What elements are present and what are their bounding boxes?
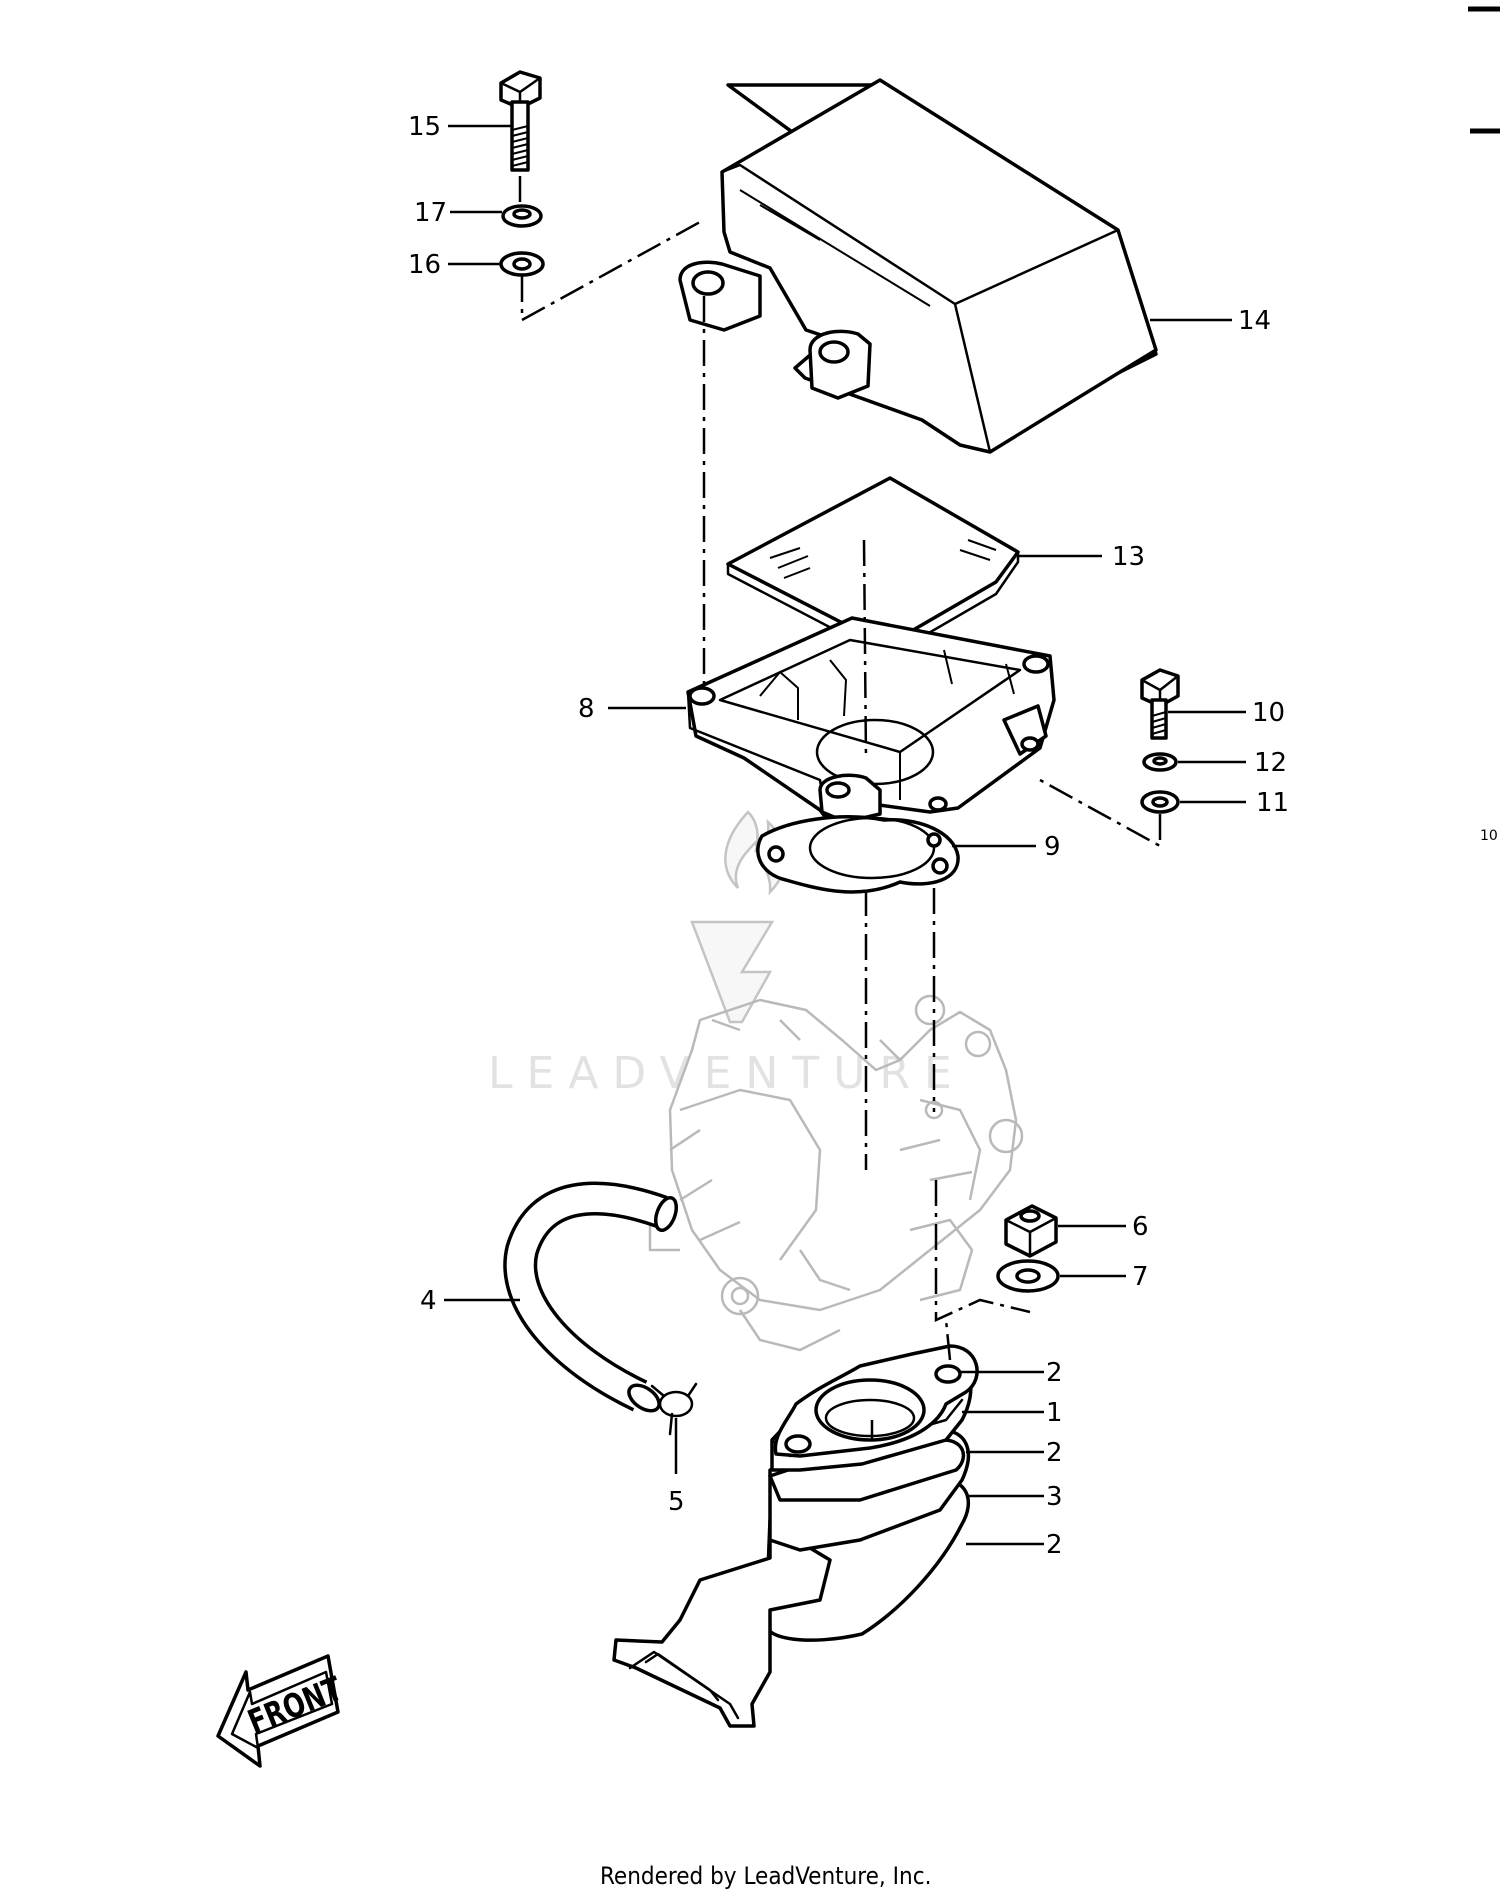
- carburetor-outline: [648, 994, 1024, 1352]
- part-17-washer: [501, 204, 543, 228]
- label-8: 8: [578, 694, 595, 724]
- part-10-bolt: [1140, 668, 1180, 740]
- part-6-nut: [1004, 1204, 1058, 1258]
- part-16-washer: [499, 251, 545, 277]
- part-9-gasket: [756, 815, 960, 894]
- part-2-gasket-top: [773, 1344, 979, 1458]
- label-17: 17: [414, 198, 447, 228]
- label-5: 5: [668, 1487, 685, 1517]
- label-16: 16: [408, 250, 441, 280]
- label-14: 14: [1238, 306, 1271, 336]
- label-12: 12: [1254, 748, 1287, 778]
- front-arrow: FRONT: [216, 1654, 347, 1768]
- label-13: 13: [1112, 542, 1145, 572]
- leadventure-watermark: LEADVENTURE: [488, 810, 966, 1099]
- part-5-clip: [650, 1382, 698, 1436]
- part-14-cover: [678, 78, 1158, 454]
- label-9: 9: [1044, 832, 1061, 862]
- leader-lines: [444, 124, 1246, 1546]
- label-10: 10: [1252, 698, 1285, 728]
- part-8-base: [686, 616, 1056, 824]
- edge-label: 10: [1480, 828, 1498, 844]
- label-1: 1: [1046, 1398, 1063, 1428]
- label-2-middle: 2: [1046, 1438, 1063, 1468]
- part-labels: 15 17 16 14 13 8 10 12 11 9 6 7 4 5 2 1 …: [408, 112, 1289, 1560]
- label-15: 15: [408, 112, 441, 142]
- part-12-washer: [1142, 752, 1178, 772]
- watermark-text: LEADVENTURE: [488, 1048, 966, 1099]
- part-15-bolt: [499, 70, 542, 172]
- label-6: 6: [1132, 1212, 1149, 1242]
- part-4-hose: [503, 1181, 679, 1413]
- part-11-washer: [1140, 790, 1180, 814]
- label-2-top: 2: [1046, 1358, 1063, 1388]
- footer-credit: Rendered by LeadVenture, Inc.: [600, 1862, 931, 1890]
- label-4: 4: [420, 1286, 437, 1316]
- page-edge-marks: 10: [1468, 6, 1500, 844]
- part-7-washer: [996, 1259, 1060, 1293]
- bracket: [612, 1522, 832, 1728]
- assembly-lines: [518, 176, 1162, 1440]
- label-11: 11: [1256, 788, 1289, 818]
- label-3: 3: [1046, 1482, 1063, 1512]
- label-2-bottom: 2: [1046, 1530, 1063, 1560]
- label-7: 7: [1132, 1262, 1149, 1292]
- part-13-filter: [726, 476, 1020, 654]
